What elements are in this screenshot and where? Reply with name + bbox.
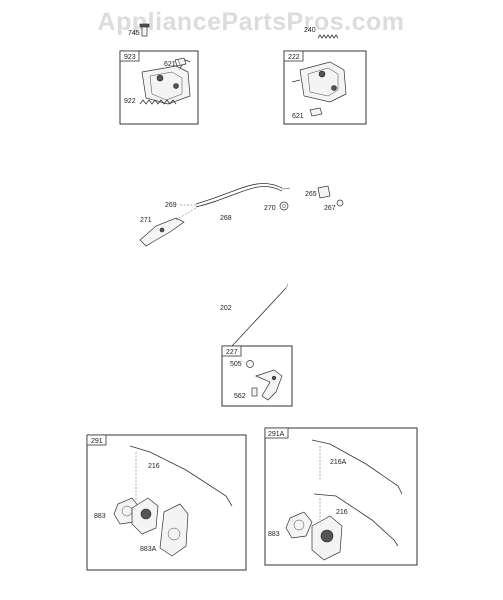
box-291: 291 216 883 883A bbox=[86, 434, 247, 571]
box-222: 222 621 bbox=[283, 50, 367, 125]
label-883-b: 883 bbox=[268, 531, 280, 538]
label-270: 270 bbox=[264, 205, 276, 212]
box-291-header bbox=[86, 434, 107, 446]
box-291A: 291A 216A 216 883 bbox=[264, 427, 418, 566]
part-240-spring bbox=[317, 34, 339, 39]
box-923: 923 621 922 bbox=[119, 50, 199, 125]
label-883-a: 883 bbox=[94, 513, 106, 520]
part-265-clip bbox=[317, 185, 331, 199]
box-291A-label: 291A bbox=[268, 431, 285, 438]
label-745: 745 bbox=[128, 30, 140, 37]
label-883A: 883A bbox=[140, 546, 157, 553]
box-291A-frame bbox=[264, 427, 418, 566]
box-222-label: 222 bbox=[288, 54, 300, 61]
part-922-spring bbox=[139, 99, 177, 105]
part-216-link-b bbox=[313, 493, 399, 547]
label-922: 922 bbox=[124, 98, 136, 105]
label-240: 240 bbox=[304, 27, 316, 34]
box-227: 227 505 562 bbox=[221, 345, 293, 407]
part-216-link bbox=[129, 445, 233, 507]
label-621-b: 621 bbox=[292, 113, 304, 120]
part-923-bracket bbox=[141, 59, 191, 105]
label-268: 268 bbox=[220, 215, 232, 222]
box-923-header bbox=[119, 50, 140, 62]
label-562: 562 bbox=[234, 393, 246, 400]
label-202: 202 bbox=[220, 305, 232, 312]
watermark-text: AppliancePartsPros.com bbox=[98, 8, 405, 36]
part-227-bracket bbox=[255, 369, 283, 401]
part-202-link bbox=[227, 283, 289, 351]
box-291-label: 291 bbox=[91, 438, 103, 445]
label-216-b: 216 bbox=[336, 509, 348, 516]
part-291A-body bbox=[311, 515, 343, 561]
label-269: 269 bbox=[165, 202, 177, 209]
part-745-screw bbox=[139, 23, 150, 37]
part-271-lever bbox=[139, 207, 197, 247]
label-267: 267 bbox=[324, 205, 336, 212]
part-291-body bbox=[131, 497, 159, 535]
box-291A-header bbox=[264, 427, 289, 439]
label-216A: 216A bbox=[330, 459, 347, 466]
part-883-gasket-b bbox=[285, 511, 313, 539]
label-271: 271 bbox=[140, 217, 152, 224]
part-267-screw bbox=[336, 199, 344, 207]
part-621-clip bbox=[174, 57, 187, 67]
label-265: 265 bbox=[305, 191, 317, 198]
box-222-header bbox=[283, 50, 304, 62]
part-222-bracket bbox=[291, 61, 347, 103]
part-270-nut bbox=[279, 201, 289, 211]
box-227-header bbox=[221, 345, 242, 357]
part-883A-plate bbox=[159, 503, 189, 557]
label-621-a: 621 bbox=[164, 61, 176, 68]
box-227-label: 227 bbox=[226, 349, 238, 356]
box-923-label: 923 bbox=[124, 54, 136, 61]
part-268-cable bbox=[180, 183, 291, 208]
part-562-screw bbox=[251, 387, 258, 397]
label-216-a: 216 bbox=[148, 463, 160, 470]
label-505: 505 bbox=[230, 361, 242, 368]
part-621-clip-b bbox=[309, 107, 323, 117]
part-505-nut bbox=[246, 360, 254, 368]
part-216A-link bbox=[311, 439, 403, 495]
